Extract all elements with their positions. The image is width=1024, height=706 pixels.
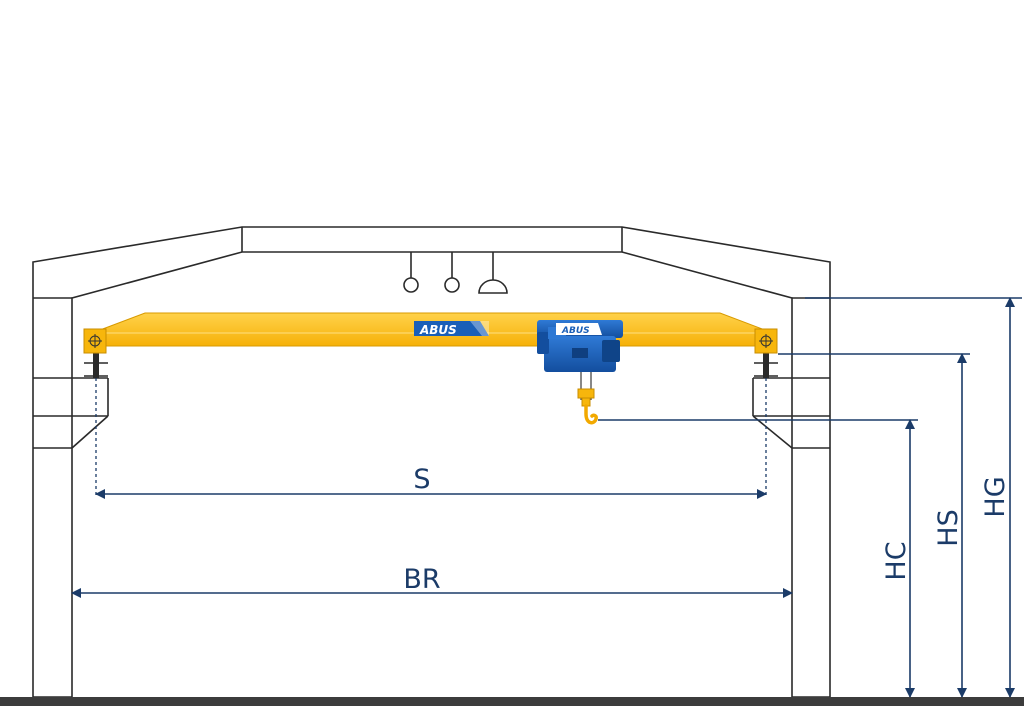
building-width-label: BR xyxy=(403,564,440,595)
building-outline xyxy=(32,226,831,698)
span-label: S xyxy=(413,464,430,495)
building-wall-shape xyxy=(32,226,831,698)
runway-right xyxy=(754,352,778,378)
hoist-trolley: ABUS xyxy=(537,320,623,425)
lamp-dome-icon xyxy=(478,252,508,294)
ceiling-lamps xyxy=(403,252,508,294)
building-height-label: HG xyxy=(980,476,1011,517)
floor xyxy=(0,697,1024,706)
hook-height-label: HC xyxy=(881,541,912,580)
crosshair-icon xyxy=(759,334,773,348)
crane-girder: ABUS xyxy=(83,312,778,354)
girder-logo-text: ABUS xyxy=(419,323,457,337)
hook-icon xyxy=(584,404,598,425)
runway-left xyxy=(84,352,108,378)
hoist-logo-text: ABUS xyxy=(561,326,590,336)
lamp-round-icon xyxy=(444,252,460,293)
girder-logo: ABUS xyxy=(414,321,489,337)
crosshair-icon xyxy=(88,334,102,348)
rail-height-label: HS xyxy=(933,509,964,546)
lamp-round-icon xyxy=(403,252,419,293)
